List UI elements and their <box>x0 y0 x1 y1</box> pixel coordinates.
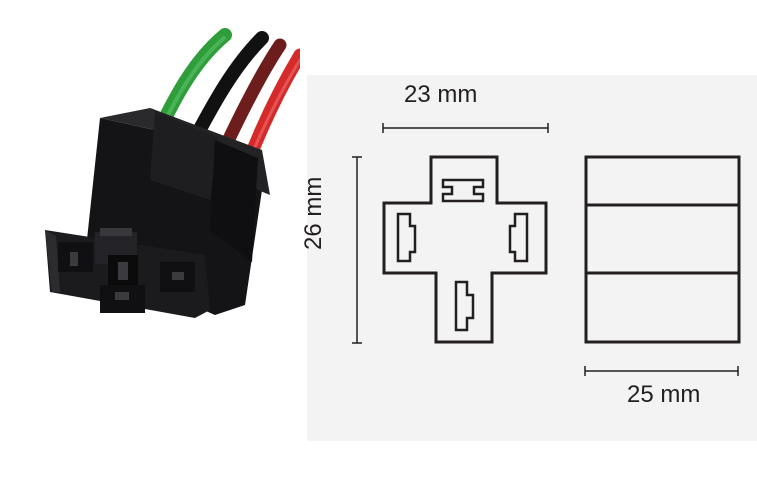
depth-dimension-label: 25 mm <box>627 381 701 408</box>
height-dimension-label: 26 mm <box>300 176 327 250</box>
height-dimension-line <box>352 156 362 344</box>
terminal-slot-bottom <box>454 280 475 332</box>
socket-front-outline <box>382 155 548 344</box>
width-dimension-line <box>382 123 549 133</box>
depth-dimension-line <box>584 366 739 376</box>
terminal-slot-right <box>508 212 529 263</box>
socket-side-view <box>584 155 741 344</box>
terminal-slot-left <box>396 212 417 263</box>
socket-housing <box>45 108 270 318</box>
technical-drawing-panel <box>307 75 757 441</box>
width-dimension-label: 23 mm <box>404 81 478 108</box>
relay-socket-photo <box>45 28 300 318</box>
terminal-slot-top <box>441 178 485 203</box>
